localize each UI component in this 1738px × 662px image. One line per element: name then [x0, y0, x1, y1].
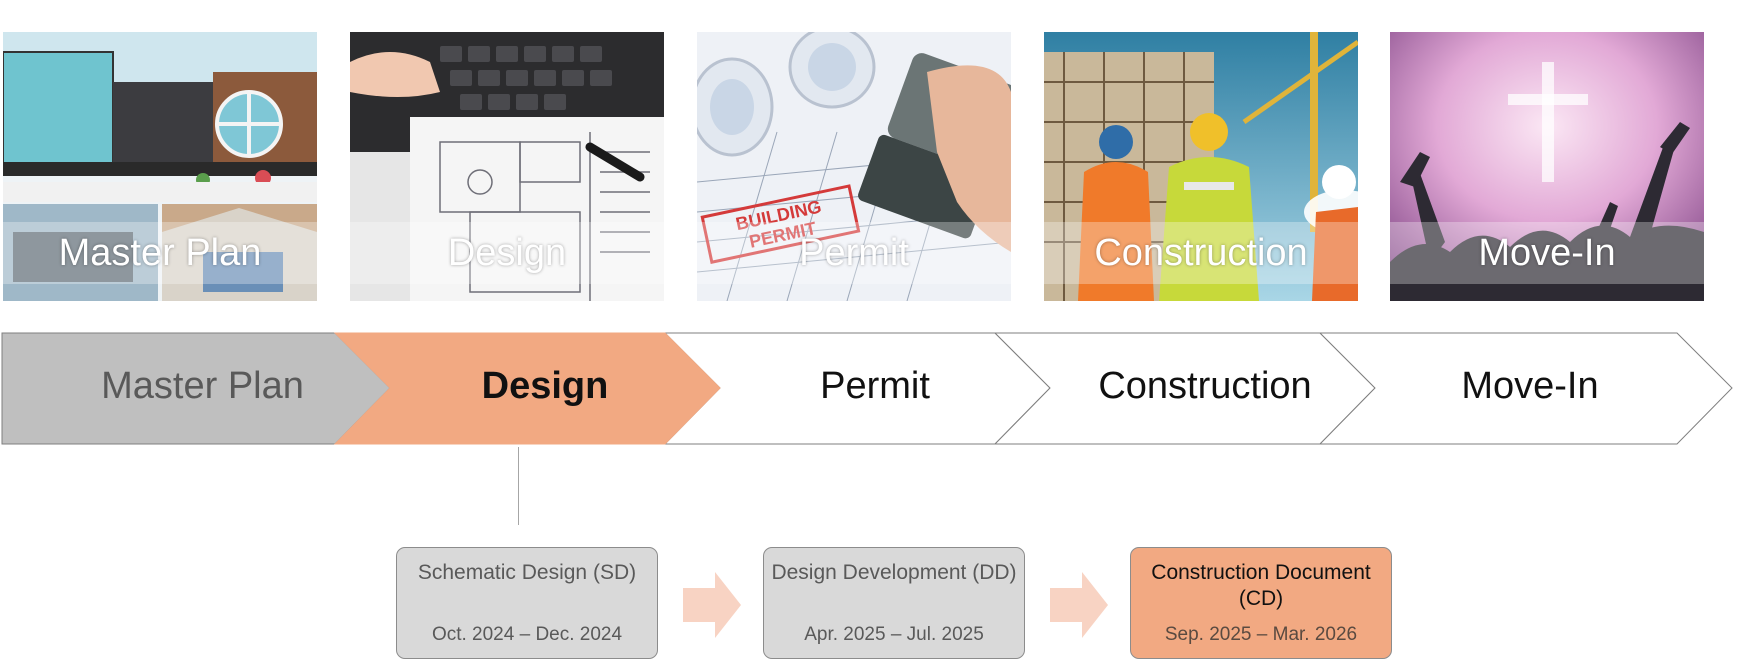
phase-dates: Sep. 2025 – Mar. 2026 — [1164, 624, 1358, 645]
photo-label-band — [1044, 222, 1358, 284]
phase-box-schematic-design: Schematic Design (SD) Oct. 2024 – Dec. 2… — [396, 547, 658, 659]
photo-label: Construction — [1094, 232, 1308, 274]
photo-label-band — [697, 222, 1011, 284]
photo-label-band — [350, 222, 664, 284]
photo-design: Design — [350, 32, 664, 301]
photo-label-band — [1390, 222, 1704, 284]
arrow-right-icon — [1050, 572, 1108, 638]
design-connector-line — [518, 447, 519, 525]
phase-dates: Apr. 2025 – Jul. 2025 — [804, 624, 984, 645]
photo-label: Move-In — [1478, 232, 1616, 274]
phase-title: Design Development (DD) — [771, 561, 1017, 584]
chevron-design — [333, 332, 721, 445]
photo-construction: Construction — [1044, 32, 1358, 301]
arrow-right-icon — [683, 572, 741, 638]
photo-move-in: Move-In — [1390, 32, 1704, 301]
phase-box-design-development: Design Development (DD) Apr. 2025 – Jul.… — [763, 547, 1025, 659]
stage-label-design: Design — [481, 365, 609, 407]
photo-label-band — [3, 222, 317, 284]
phase-title: Schematic Design (SD) — [417, 561, 637, 584]
phase-dates: Oct. 2024 – Dec. 2024 — [431, 624, 623, 645]
stage-label-permit: Permit — [820, 365, 930, 407]
photo-permit: BUILDING PERMIT Permit — [697, 32, 1011, 301]
phase-box-construction-document: Construction Document (CD) Sep. 2025 – M… — [1130, 547, 1392, 659]
photo-label: Permit — [799, 232, 909, 274]
stage-label-move-in: Move-In — [1461, 365, 1599, 407]
photo-label: Design — [447, 232, 567, 274]
stage-chevron-row — [1, 332, 1733, 445]
stage-label-construction: Construction — [1098, 365, 1312, 407]
phase-title: Construction Document (CD) — [1151, 561, 1371, 610]
chevron-move-in — [1318, 332, 1733, 445]
photo-master-plan: Master Plan — [3, 32, 317, 301]
stage-label-master-plan: Master Plan — [101, 365, 304, 407]
photo-label: Master Plan — [58, 232, 262, 274]
